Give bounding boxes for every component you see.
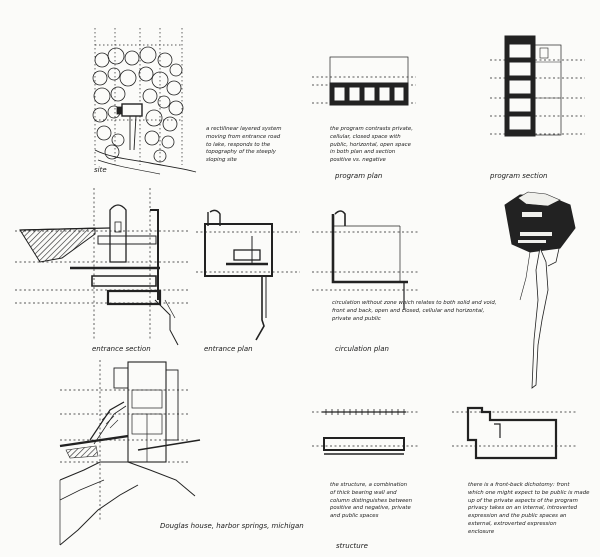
site-trees — [92, 46, 184, 163]
site-grid — [94, 28, 183, 165]
caption-program-plan: program plan — [335, 172, 383, 180]
structure-drawing — [312, 409, 418, 455]
circulation-plan-drawing — [312, 210, 418, 310]
caption-entrance-section: entrance section — [92, 345, 151, 353]
program-plan-drawing — [312, 56, 416, 106]
note-program: the program contrasts private, cellular,… — [330, 126, 413, 164]
caption-douglas-house: Douglas house, harbor springs, michigan — [160, 522, 304, 530]
note-structure: the structure, a combination of thick be… — [330, 482, 413, 520]
model-photo — [504, 191, 576, 389]
enclosure-plan-drawing — [452, 406, 578, 460]
note-circulation: circulation without zone which relates t… — [332, 300, 497, 322]
note-site: a rectilinear layered system moving from… — [206, 126, 282, 164]
entrance-section-drawing — [15, 188, 190, 346]
note-front-back: there is a front-back dichotomy: front w… — [468, 482, 590, 535]
caption-entrance-plan: entrance plan — [204, 345, 253, 353]
entrance-plan-drawing — [196, 209, 300, 341]
column-row — [322, 409, 406, 415]
site-drawing — [92, 28, 197, 175]
program-section-drawing — [490, 35, 585, 137]
caption-circulation-plan: circulation plan — [335, 345, 389, 353]
caption-structure: structure — [336, 542, 368, 550]
caption-site: site — [94, 166, 107, 174]
caption-program-section: program section — [490, 172, 548, 180]
douglas-house-drawing — [59, 360, 201, 546]
